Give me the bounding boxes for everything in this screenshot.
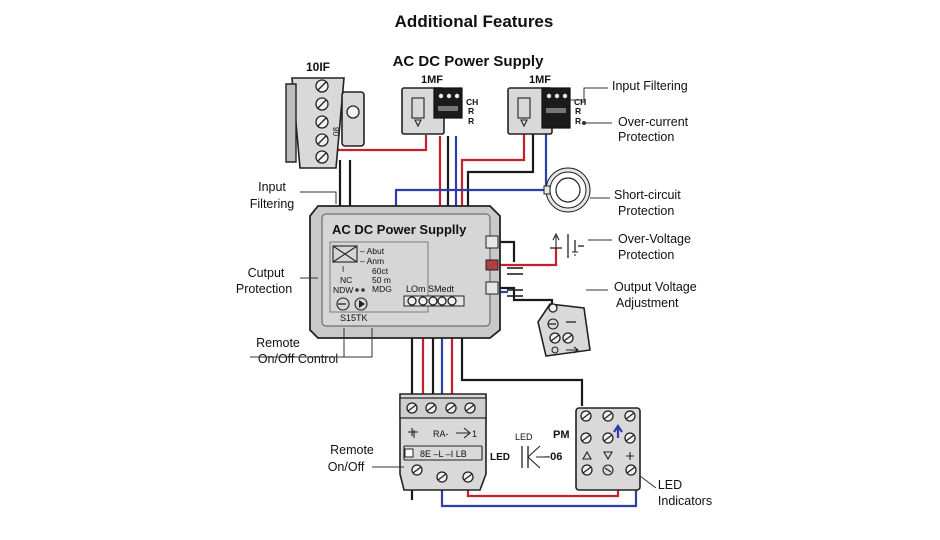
- callout-overcurrent: Over-current: [618, 115, 689, 129]
- svg-text:CH: CH: [466, 97, 478, 107]
- svg-text:Protection: Protection: [618, 130, 674, 144]
- power-supply-unit: AC DC Power Supplly – Abut – Anm 60ct 50…: [309, 205, 501, 339]
- triangle-down-icon: [603, 451, 613, 461]
- callouts: Input Filtering Over-current Protection …: [236, 79, 712, 508]
- terminal-screws: [315, 79, 329, 164]
- relay-module: RA- 1 8E –L –I LB: [399, 393, 487, 491]
- breaker-right-switch: [517, 97, 531, 119]
- svg-text:Protection: Protection: [618, 248, 674, 262]
- plus-icon: [626, 452, 634, 460]
- breaker-left-top: [433, 87, 463, 119]
- svg-text:On/Off: On/Off: [328, 460, 365, 474]
- svg-text:– Anm: – Anm: [360, 256, 384, 266]
- relay-top-screws: [406, 402, 476, 414]
- arrow-right-icon: [566, 346, 579, 354]
- svg-text:R: R: [575, 106, 581, 116]
- svg-text:1: 1: [472, 429, 477, 439]
- svg-text:LED: LED: [490, 452, 510, 463]
- svg-text:08: 08: [332, 127, 341, 136]
- svg-text:R: R: [575, 116, 581, 126]
- svg-text:NDW: NDW: [333, 285, 353, 295]
- breaker-left-label: 1MF: [421, 74, 443, 86]
- breaker-right-label: 1MF: [529, 74, 551, 86]
- svg-text:R: R: [468, 116, 474, 126]
- callout-output-voltage-adjustment: Output Voltage: [614, 280, 697, 294]
- svg-text:CH: CH: [574, 97, 586, 107]
- relay-bottom-screws: [411, 464, 474, 483]
- svg-text:60ct: 60ct: [372, 266, 389, 276]
- over-voltage-symbol: [550, 232, 584, 258]
- terminal-block-cover: [341, 91, 365, 147]
- psu-terminal-label: LOm SMedt: [406, 284, 455, 294]
- svg-text:Indicators: Indicators: [658, 494, 712, 508]
- svg-text:– Abut: – Abut: [360, 246, 385, 256]
- psu-warning-icon: [332, 245, 358, 263]
- psu-title: AC DC Power Supplly: [332, 222, 467, 237]
- psu-control-icons: [336, 297, 368, 311]
- svg-text:Filtering: Filtering: [250, 197, 295, 211]
- svg-text:MDG: MDG: [372, 284, 392, 294]
- wire-black: [466, 134, 535, 212]
- diagram-subtitle: AC DC Power Supply: [393, 53, 545, 70]
- adjust-module-body: [537, 303, 591, 357]
- breaker-left: 1MF CH R R: [401, 74, 478, 135]
- callout-short-circuit: Short-circuit: [614, 188, 681, 202]
- svg-text:Protection: Protection: [236, 282, 292, 296]
- triangle-up-icon: [582, 450, 592, 460]
- psu-terminal-screws: [407, 296, 457, 306]
- ground-icon: [408, 428, 418, 438]
- wire-red: [460, 134, 526, 212]
- diagram-title: Additional Features: [395, 12, 554, 31]
- callout-input-filtering-top: Input Filtering: [612, 79, 688, 93]
- short-circuit-ring: [543, 167, 591, 213]
- svg-text:50 m: 50 m: [372, 275, 391, 285]
- svg-text:LED: LED: [515, 432, 533, 442]
- wire-red: [498, 248, 558, 267]
- screw-icon: [346, 105, 360, 119]
- terminal-block-side: [285, 83, 297, 163]
- svg-text:8E –L –I LB: 8E –L –I LB: [420, 449, 467, 459]
- svg-text:RA-: RA-: [433, 429, 449, 439]
- svg-text:PM: PM: [553, 429, 570, 441]
- callout-remote-onoff: Remote: [330, 443, 374, 457]
- led-arrow: [613, 424, 623, 438]
- wire-black: [498, 286, 554, 304]
- led-board-screws: [580, 410, 637, 476]
- voltage-adjust-module: [537, 303, 591, 357]
- svg-text:On/Off Control: On/Off Control: [258, 352, 338, 366]
- svg-text:I: I: [342, 265, 344, 274]
- svg-text:Adjustment: Adjustment: [616, 296, 679, 310]
- breaker-right: 1MF CH R R: [507, 74, 586, 135]
- wire-red: [334, 135, 428, 152]
- wire-black: [498, 240, 516, 262]
- callout-over-voltage: Over-Voltage: [618, 232, 691, 246]
- terminal-block: 10IF 08: [285, 60, 365, 169]
- svg-text:Protection: Protection: [618, 204, 674, 218]
- callout-output-protection: Cutput: [248, 266, 285, 280]
- callout-remote-control: Remote: [256, 336, 300, 350]
- led-symbol: LED LED –06: [490, 432, 562, 469]
- psu-model: S15TK: [340, 313, 368, 323]
- callout-input-filtering-left: Input: [258, 180, 286, 194]
- svg-text:R: R: [468, 106, 474, 116]
- wire-black: [460, 302, 584, 406]
- callout-led-indicators: LED: [658, 478, 682, 492]
- svg-text:NC: NC: [340, 275, 352, 285]
- capacitor-symbol: [507, 267, 523, 297]
- arrow-right-icon: [456, 427, 471, 439]
- led-indicator-board: PM: [553, 407, 641, 491]
- led-lamp-icon: [602, 464, 614, 476]
- svg-text:–06: –06: [544, 451, 562, 463]
- breaker-left-switch: [411, 97, 425, 119]
- terminal-block-label: 10IF: [306, 60, 330, 74]
